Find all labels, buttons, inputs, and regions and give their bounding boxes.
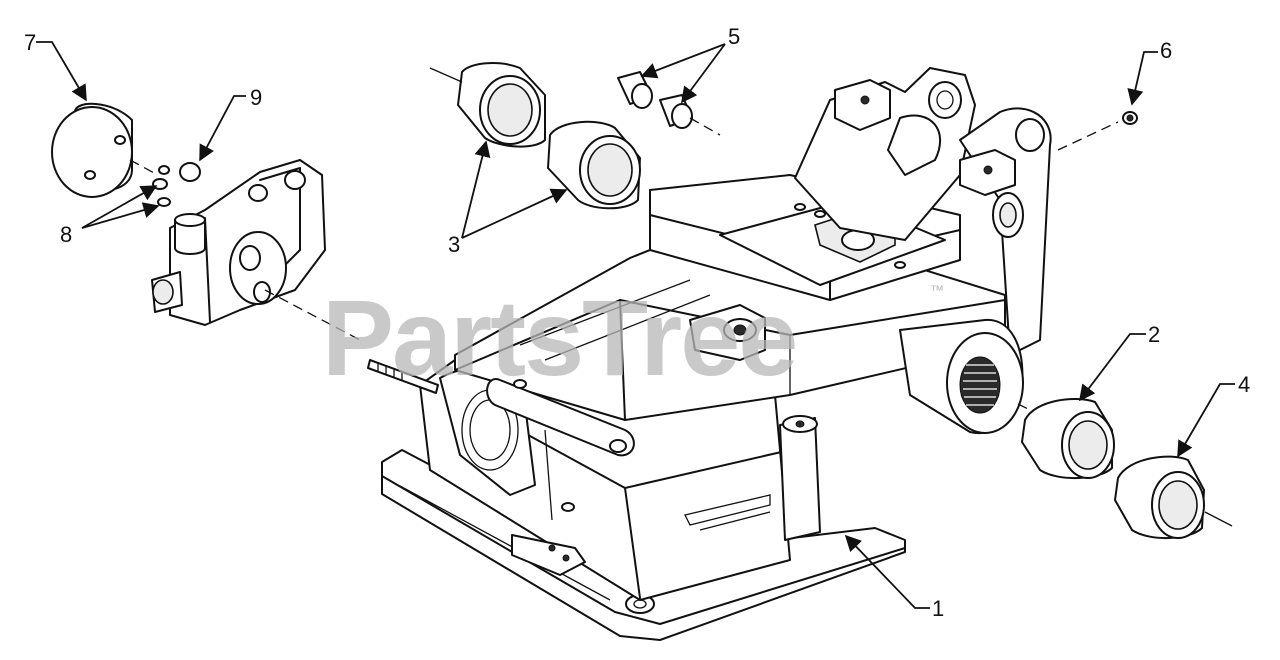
callout-9: 9 (250, 85, 262, 110)
watermark-trademark: ™ (930, 282, 944, 298)
transaxle-housing (381, 67, 1052, 641)
callout-labels: 7 9 8 3 5 6 2 4 1 (24, 24, 1250, 621)
watermark: PartsTree (322, 277, 796, 398)
part-5-small-bushings (617, 71, 693, 129)
part-4-bearing (1114, 455, 1233, 540)
part-8-9-orings (152, 162, 201, 207)
callout-8: 8 (60, 222, 72, 247)
stud-rod (367, 359, 439, 394)
pump-valve-body (151, 159, 326, 326)
callout-6: 6 (1160, 38, 1172, 63)
callout-5: 5 (728, 24, 740, 49)
part-7-disc (51, 102, 133, 198)
part-3-bushings (429, 62, 641, 210)
callout-4: 4 (1238, 372, 1250, 397)
callout-2: 2 (1148, 322, 1160, 347)
part-2-bearing (1021, 398, 1115, 480)
callout-1: 1 (932, 596, 944, 621)
callout-leaders (36, 41, 1235, 609)
callout-3: 3 (448, 232, 460, 257)
callout-7: 7 (24, 30, 36, 55)
part-6-fitting (1122, 111, 1138, 125)
assembly-center-lines (129, 117, 1119, 411)
